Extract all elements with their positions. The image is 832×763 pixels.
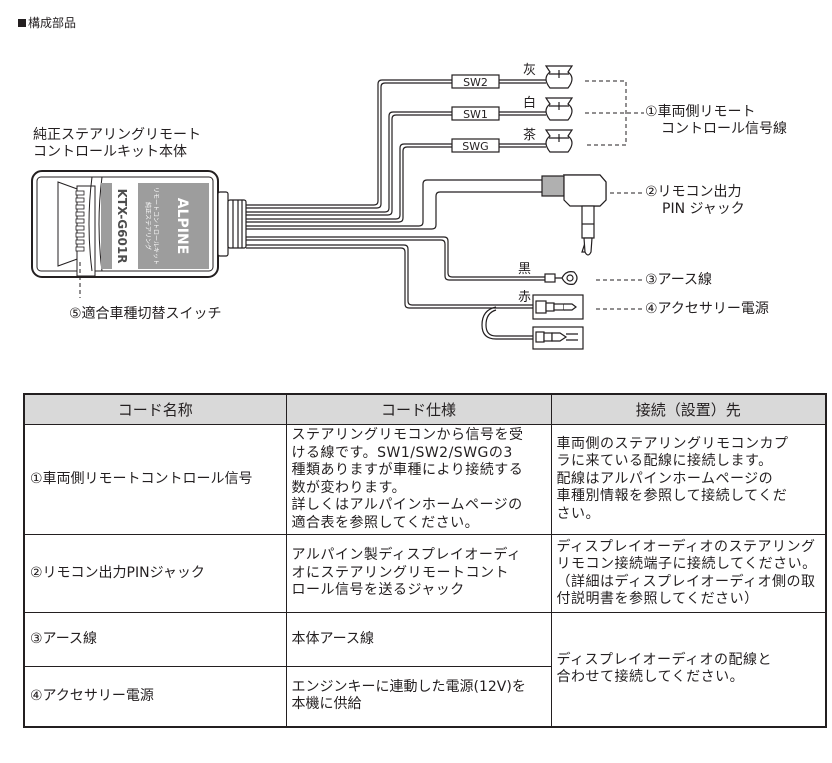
callout-1-line-2: コントロール信号線 bbox=[661, 121, 787, 137]
product-label-2: リモートコントロールキット bbox=[152, 187, 159, 265]
table-row: ①車両側リモートコントロール信号 ステアリングリモコンから信号を受ける線です。S… bbox=[23, 424, 827, 535]
model-label: KTX-G601R bbox=[115, 189, 129, 264]
cell-destination: 車両側のステアリングリモコンカプラに来ている配線に接続します。配線はアルパインホ… bbox=[550, 424, 827, 535]
connector-sw1 bbox=[544, 97, 574, 121]
cell-name: ④アクセサリー電源 bbox=[23, 666, 287, 727]
cell-name: ②リモコン出力PINジャック bbox=[23, 534, 287, 613]
kit-label-line-2: コントロールキット本体 bbox=[33, 144, 187, 160]
ground-terminal bbox=[544, 271, 578, 285]
signal-connectors bbox=[544, 65, 574, 153]
table-row: ④アクセサリー電源 エンジンキーに連動した電源(12V)を本機に供給 bbox=[23, 666, 826, 727]
spec-table: コード名称 コード仕様 接続（設置）先 ①車両側リモートコントロール信号 ステア… bbox=[23, 393, 827, 728]
callout-1: ①車両側リモート コントロール信号線 bbox=[645, 104, 787, 138]
wire-color-gray: 灰 bbox=[523, 63, 536, 78]
wire-tag-sw1: SW1 bbox=[451, 106, 500, 121]
cell-name: ③アース線 bbox=[23, 612, 287, 667]
callout-5: ⑤適合車種切替スイッチ bbox=[69, 306, 222, 322]
callout-2: ②リモコン出力 PIN ジャック bbox=[645, 184, 745, 218]
kit-label: 純正ステアリングリモート コントロールキット本体 bbox=[33, 127, 201, 161]
wire-color-white: 白 bbox=[523, 95, 536, 111]
cell-name: ①車両側リモートコントロール信号 bbox=[23, 424, 287, 535]
table-row: ②リモコン出力PINジャック アルパイン製ディスプレイオーディオにステアリングリ… bbox=[23, 534, 827, 613]
cables bbox=[246, 79, 546, 340]
section-title: 構成部品 bbox=[18, 14, 76, 31]
cell-destination: ディスプレイオーディオのステアリングリモコン接続端子に接続してください。（詳細は… bbox=[550, 534, 827, 613]
black-square-icon bbox=[18, 18, 26, 27]
table-header-row: コード名称 コード仕様 接続（設置）先 bbox=[23, 393, 827, 425]
wire-color-red: 赤 bbox=[518, 290, 531, 305]
header-destination: 接続（設置）先 bbox=[550, 393, 827, 425]
svg-text:SWG: SWG bbox=[462, 140, 488, 153]
brand-logo: ALPINE bbox=[174, 198, 190, 255]
cell-spec: エンジンキーに連動した電源(12V)を本機に供給 bbox=[285, 666, 552, 727]
connector-sw2 bbox=[544, 65, 574, 89]
callout-3: ③アース線 bbox=[645, 272, 713, 288]
wire-tag-sw2: SW2 bbox=[451, 74, 500, 89]
cable-grommet bbox=[217, 191, 247, 257]
cell-spec: 本体アース線 bbox=[285, 612, 552, 667]
callout-2-line-1: ②リモコン出力 bbox=[645, 184, 742, 200]
svg-text:SW1: SW1 bbox=[463, 108, 488, 121]
callout-4: ④アクセサリー電源 bbox=[645, 301, 769, 317]
cell-destination: ディスプレイオーディオの配線と合わせて接続してください。 bbox=[550, 612, 827, 727]
section-title-text: 構成部品 bbox=[28, 16, 77, 30]
table-row: ③アース線 本体アース線 ディスプレイオーディオの配線と合わせて接続してください… bbox=[23, 612, 827, 727]
header-code-name: コード名称 bbox=[23, 393, 287, 425]
callout-1-line-1: ①車両側リモート bbox=[645, 104, 756, 120]
dip-switch[interactable] bbox=[75, 190, 85, 252]
connector-swg bbox=[544, 129, 574, 153]
kit-label-line-1: 純正ステアリングリモート bbox=[33, 127, 201, 143]
callout-2-line-2: PIN ジャック bbox=[662, 201, 745, 217]
acc-terminals bbox=[532, 294, 584, 350]
wiring-diagram: KTX-G601R 純正ステアリング リモートコントロールキット ALPINE bbox=[31, 63, 644, 350]
product-label-1: 純正ステアリング bbox=[144, 202, 152, 250]
wire-color-brown: 茶 bbox=[523, 127, 536, 143]
svg-text:SW2: SW2 bbox=[463, 76, 488, 89]
header-code-spec: コード仕様 bbox=[285, 393, 552, 425]
pin-jack-plug bbox=[541, 174, 607, 256]
cell-spec: アルパイン製ディスプレイオーディオにステアリングリモートコントロール信号を送るジ… bbox=[285, 534, 552, 613]
leader-lines bbox=[79, 80, 644, 310]
wire-color-black: 黒 bbox=[518, 262, 531, 277]
wire-tag-swg: SWG bbox=[451, 138, 500, 153]
